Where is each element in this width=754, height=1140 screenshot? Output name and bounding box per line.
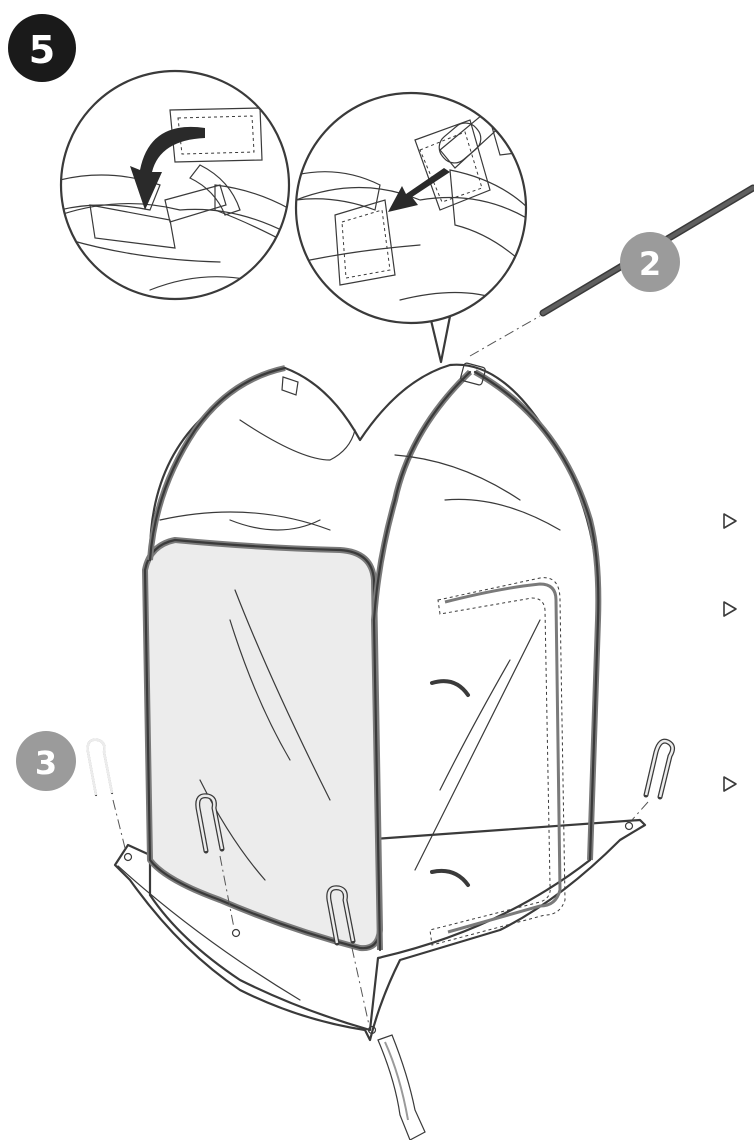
detail-circle-strap-pole — [296, 75, 540, 330]
tent-peg-1 — [88, 740, 126, 852]
triangle-bullet-icon — [724, 514, 736, 528]
callout-badge-pegs: 3 — [16, 731, 76, 791]
callout-number-pole: 2 — [639, 245, 661, 283]
step-number: 5 — [29, 28, 55, 72]
triangle-bullet-icon — [724, 777, 736, 791]
detail-circle-velcro-fold — [60, 71, 300, 320]
tent-peg-4 — [632, 741, 673, 820]
callout-badge-pole: 2 — [620, 232, 680, 292]
triangle-bullet-icon — [724, 602, 736, 616]
callout-number-pegs: 3 — [35, 744, 57, 782]
tent-body — [125, 362, 633, 1140]
tent-peg-icon — [646, 741, 673, 797]
step-number-badge: 5 — [8, 14, 76, 82]
